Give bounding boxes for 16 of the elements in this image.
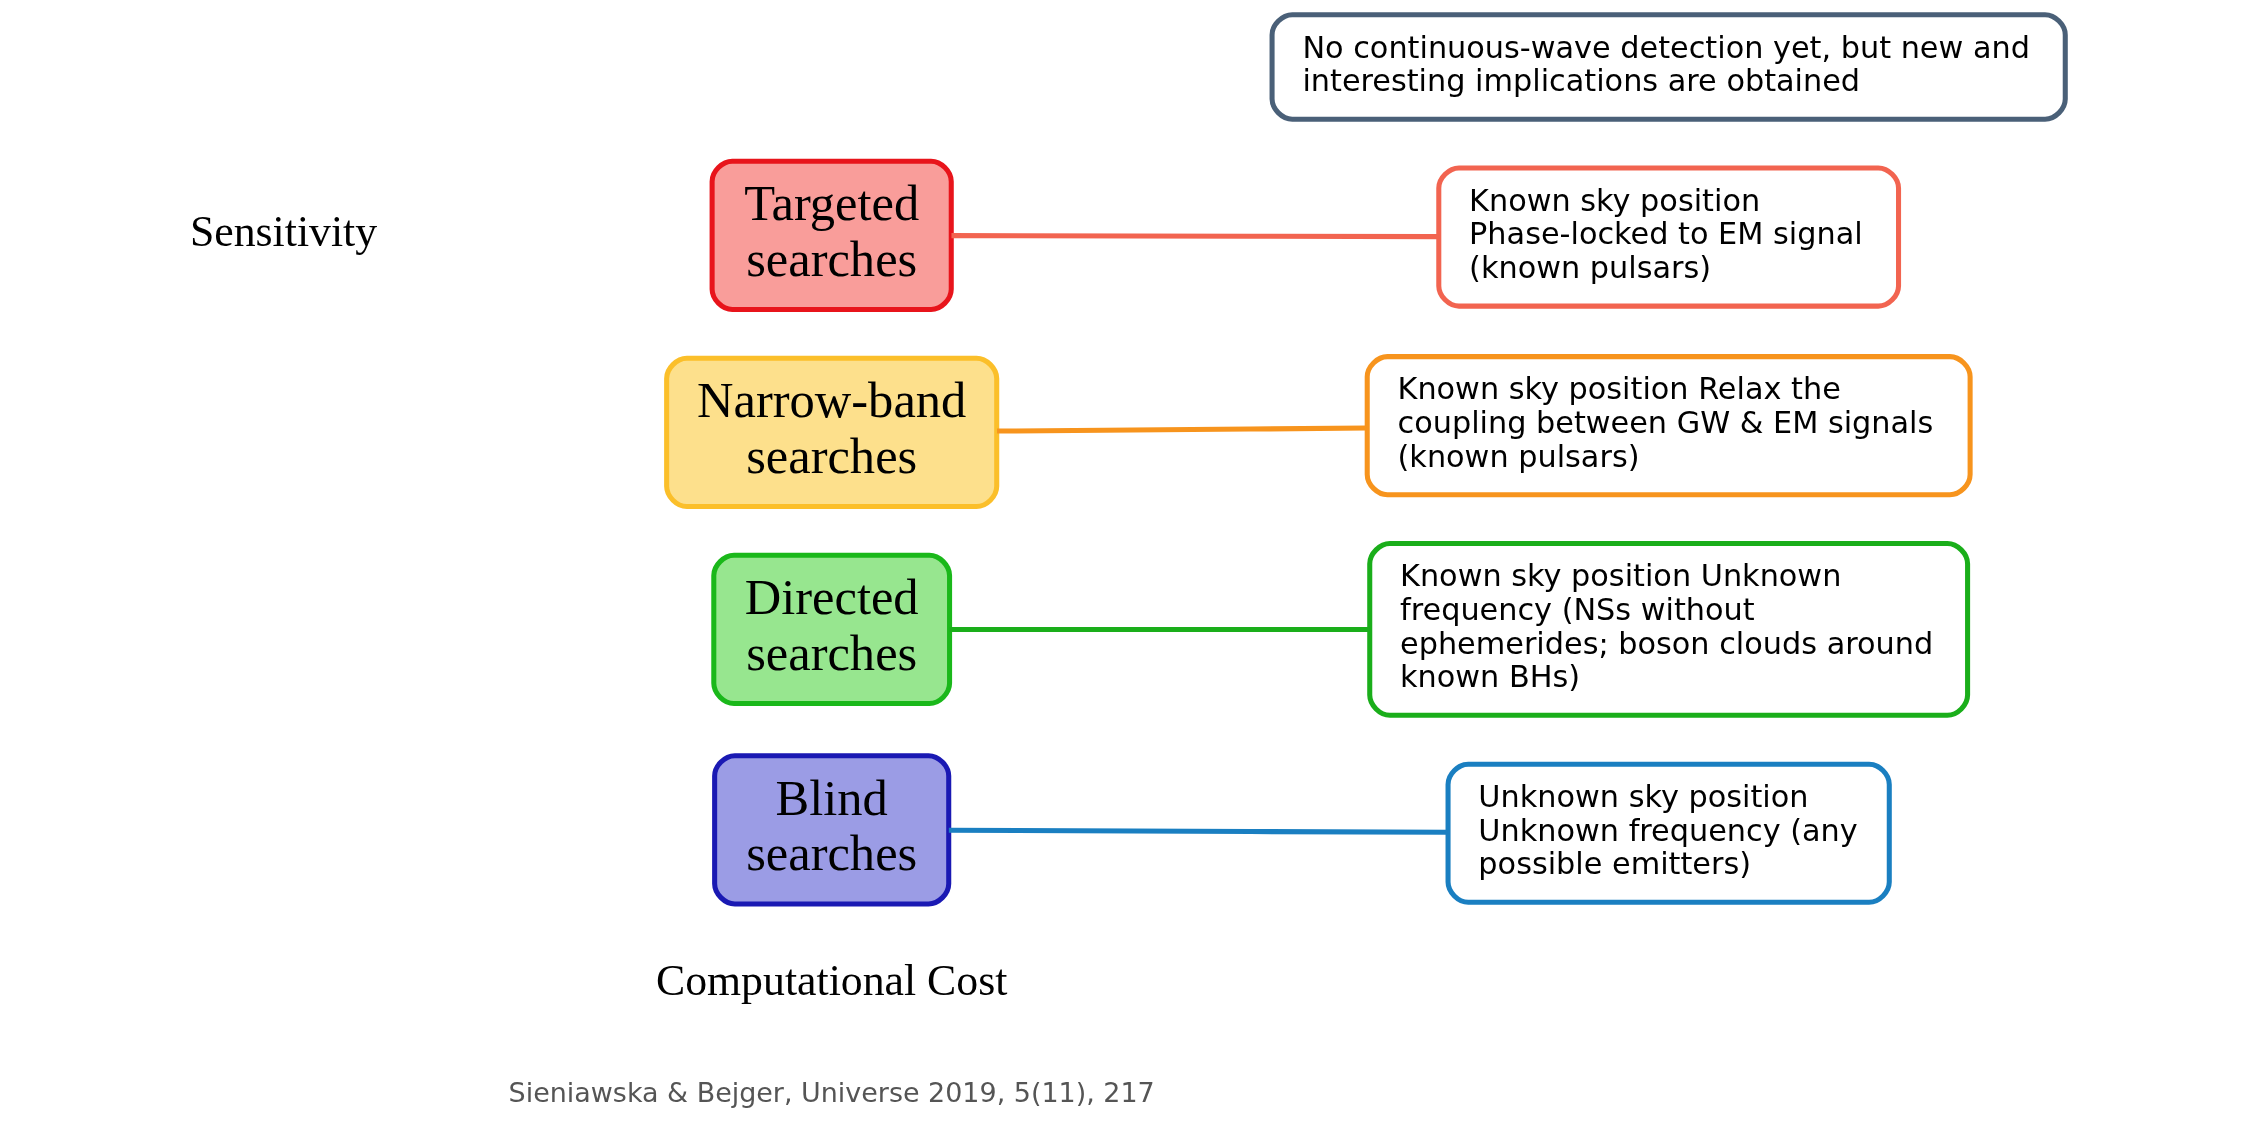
connector [949,626,1370,632]
node-box: Targeted searches [709,158,954,312]
node-box: Known sky position Phase-locked to EM signal (known pulsars) [1436,165,1902,309]
node-box: Narrow-band searches [664,355,1000,510]
node-box: Known sky position Relax the coupling between GW & EM signals (known pulsars) [1364,354,1973,498]
node-box: Unknown sky position Unknown frequency (any possible emitters) [1445,761,1892,905]
node-box: No continuous-wave detection yet, but new and interesting implications are obtained [1269,12,2068,122]
connector [948,827,1448,835]
node-box: Directed searches [711,552,953,707]
connector [997,425,1368,434]
connector [951,233,1439,240]
label: Sieniawska & Bejger, Universe 2019, 5(11), 217 [508,1077,1155,1109]
node-box: Known sky position Unknown frequency (NSs without ephemerides; boson clouds around known BHs) [1367,541,1971,718]
label: Computational Cost [656,956,1008,1005]
node-box: Blind searches [712,753,952,907]
label: Sensitivity [189,206,378,255]
